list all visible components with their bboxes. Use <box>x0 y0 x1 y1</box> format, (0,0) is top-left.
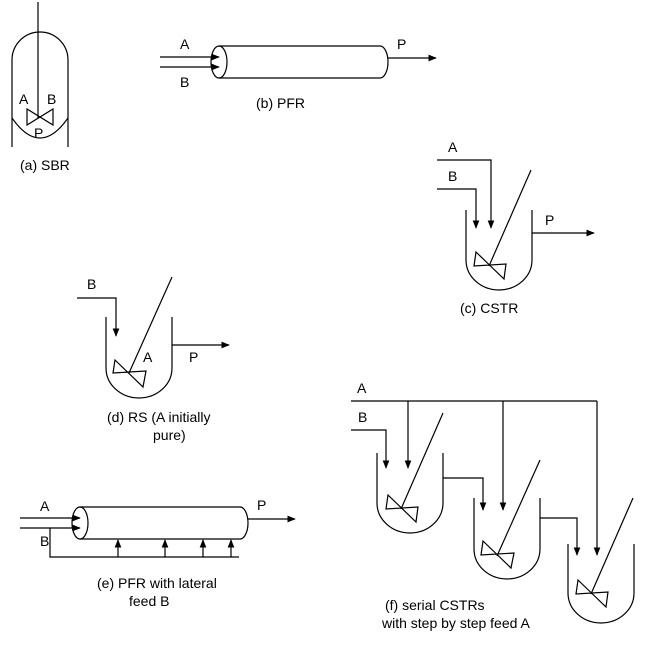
cstr-vessel <box>465 210 533 291</box>
serial-tank-3 <box>567 544 635 624</box>
cstr-caption: (c) CSTR <box>460 300 518 316</box>
pfr-label-p: P <box>397 36 406 52</box>
rs-feed-b-arrow <box>77 297 120 337</box>
rs-reactor: B A P (d) RS (A initially pure) <box>77 276 230 443</box>
serial-tank-2-impeller-icon <box>480 539 515 570</box>
serial-feed-b-arrow <box>351 429 390 469</box>
pfr-lateral-reactor: A B P (e) PFR with lateral feed B <box>20 497 296 609</box>
sbr-label-b: B <box>47 91 56 107</box>
sbr-impeller-icon <box>26 107 54 127</box>
serial-tank-3-stirrer <box>590 497 634 595</box>
rs-caption-line1: (d) RS (A initially <box>107 409 210 425</box>
serial-tank-2-stirrer <box>496 459 541 557</box>
rs-label-p: P <box>189 349 198 365</box>
cstr-label-b: B <box>448 168 457 184</box>
cstr-label-p: P <box>545 212 554 228</box>
rs-vessel <box>105 317 173 399</box>
serial-caption-line1: (f) serial CSTRs <box>385 597 485 613</box>
sbr-caption: (a) SBR <box>20 157 70 173</box>
serial-caption-line2: with step by step feed A <box>381 615 531 631</box>
pfr-label-a: A <box>180 36 190 52</box>
rs-caption-line2: pure) <box>153 427 186 443</box>
serial-tank-3-impeller-icon <box>575 578 609 609</box>
pfr-lateral-label-a: A <box>40 498 50 514</box>
sbr-label-p: P <box>34 125 43 141</box>
rs-stirrer-shaft <box>128 276 173 374</box>
pfr-lateral-label-p: P <box>257 497 266 513</box>
serial-tank-1-impeller-icon <box>385 493 419 524</box>
serial-cstr-train: A B (f) serial CSTRs with step by step f… <box>351 380 635 631</box>
pfr-lateral-inlet-rim <box>79 506 89 540</box>
cstr-stirrer-shaft <box>488 169 532 267</box>
pfr-inlet-rim <box>218 45 228 79</box>
rs-impeller-icon <box>112 358 147 389</box>
pfr-caption: (b) PFR <box>256 95 305 111</box>
serial-tank-2 <box>473 498 541 580</box>
pfr-lateral-tube <box>71 506 249 540</box>
pfr-lateral-caption-line1: (e) PFR with lateral <box>97 575 217 591</box>
cstr-reactor: A B P (c) CSTR <box>437 139 595 316</box>
serial-label-b: B <box>358 409 367 425</box>
pfr-lateral-label-b: B <box>40 533 49 549</box>
serial-tank-1 <box>376 453 444 534</box>
pfr-tube <box>210 45 389 79</box>
sbr-vessel <box>11 31 69 147</box>
pfr-label-b: B <box>180 74 189 90</box>
cstr-impeller-icon <box>473 250 507 281</box>
serial-transfer-2-3 <box>540 517 581 556</box>
cstr-feed-b-arrow <box>437 188 480 229</box>
sbr-bottom <box>11 117 69 139</box>
sbr-reactor: A B P (a) SBR <box>11 2 70 173</box>
sbr-label-a: A <box>19 91 29 107</box>
serial-transfer-1-2 <box>443 477 487 511</box>
cstr-feed-a-arrow <box>437 159 495 229</box>
rs-label-b: B <box>87 276 96 292</box>
pfr-lateral-feed-b-header <box>20 527 239 558</box>
cstr-label-a: A <box>448 139 458 155</box>
pfr-lateral-caption-line2: feed B <box>129 593 169 609</box>
serial-label-a: A <box>357 380 367 396</box>
pfr-reactor: A B P (b) PFR <box>160 36 437 111</box>
serial-tank-1-stirrer <box>400 412 444 510</box>
rs-label-a: A <box>143 349 153 365</box>
